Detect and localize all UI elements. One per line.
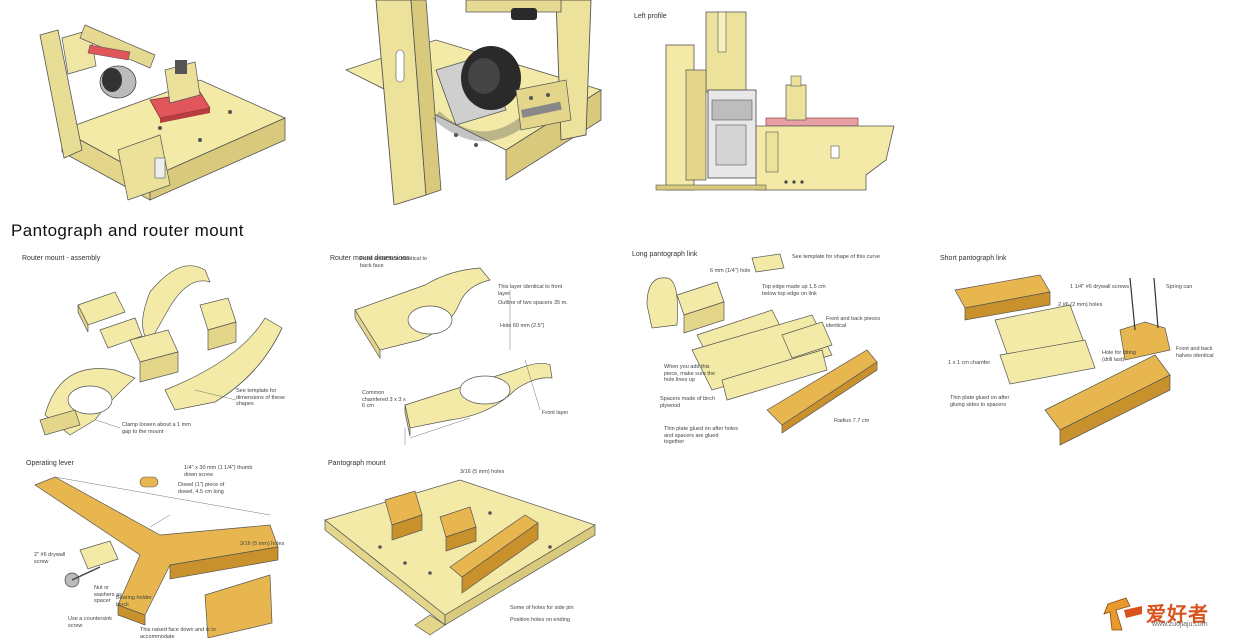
router-mount-dimensions: Router mount dimensions Front small face…: [310, 250, 610, 455]
note: Common chamfered 3 x 3 x 6 cm: [362, 390, 406, 409]
section-title: Short pantograph link: [940, 255, 1007, 262]
note: This layer identical to front layer: [498, 284, 563, 297]
section-title: Operating lever: [26, 460, 74, 467]
note: Nut or washers as spacer: [94, 585, 122, 604]
section-title: Pantograph mount: [328, 460, 386, 467]
note: Some of holes for side pin: [510, 605, 574, 611]
note: This raised face down and is to accommod…: [140, 627, 216, 638]
operating-lever: Operating lever 1/4" x 30 mm (1 1/4") th…: [0, 455, 300, 638]
note: 2" #6 drywall screw: [34, 552, 66, 565]
pantograph-mount: Pantograph mount 3/16 (5 mm) holes Some …: [310, 455, 610, 638]
router-mount-assembly: Router mount - assembly See template for…: [0, 250, 300, 455]
note: Front and back pieces identical: [826, 316, 881, 329]
note: Hole for fitting (drill last): [1102, 350, 1136, 363]
note: Top edge made up 1.5 cm below top edge o…: [762, 284, 826, 297]
note: Front and back halves identical: [1176, 346, 1214, 359]
note: Spacers made of birch plywood: [660, 396, 716, 409]
note: See template for dimensions of these sha…: [236, 388, 285, 407]
note: Clamp loosen about a 1 mm gap to the mou…: [122, 422, 191, 435]
render-view-left-profile: Left profile: [626, 0, 916, 205]
note: 1/4" x 30 mm (1 1/4") thumb down screw: [184, 465, 253, 478]
watermark-logo: 爱好者 www.zuojiaju.com: [1102, 596, 1234, 632]
note: Spring can: [1166, 284, 1193, 290]
note: Hole 60 mm (2.5"): [500, 323, 545, 329]
section-title: Long pantograph link: [632, 251, 698, 258]
watermark-url: www.zuojiaju.com: [1152, 621, 1208, 628]
note: Use a countersink screw: [68, 616, 113, 629]
note: Thin plate glued on after gluing sides t…: [950, 395, 1010, 408]
note: 2 #6 (2 mm) holes: [1058, 302, 1103, 308]
note: 3/16 (5 mm) holes: [240, 541, 285, 547]
note: Dowel (1") piece of dowel, 4.5 cm long: [178, 482, 225, 495]
render-view-2: [316, 0, 606, 205]
note: Front small face identical to back face: [360, 256, 427, 269]
watermark-text: 爱好者: [1146, 602, 1209, 626]
note: 1 x 1 cm chamfer: [948, 360, 991, 366]
page-title: Pantograph and router mount: [11, 221, 244, 240]
note: 3/16 (5 mm) holes: [460, 469, 505, 475]
note: Front layer: [542, 410, 569, 416]
long-pantograph-link: Long pantograph link See template for sh…: [622, 250, 922, 455]
note: Bearing holder block: [116, 595, 152, 608]
note: See template for shape of this curve: [792, 254, 881, 260]
render-view-1: [0, 0, 300, 205]
note: Thin plate glued on after holes and spac…: [664, 426, 738, 445]
section-title: Router mount - assembly: [22, 255, 101, 262]
section-title: Router mount dimensions: [330, 255, 410, 262]
note: 6 mm (1/4") hole: [710, 268, 751, 274]
short-pantograph-link: Short pantograph link 1 1/4" #6 drywall …: [930, 250, 1230, 455]
note: When you add this piece, make sure the h…: [664, 364, 716, 383]
note: 1 1/4" #6 drywall screws: [1070, 284, 1130, 290]
note: Position holes on ending: [510, 617, 570, 623]
note: Outline of two spacers 35 m.: [498, 300, 568, 306]
left-profile-label: Left profile: [634, 13, 667, 20]
note: Radius 7.7 cm: [834, 418, 870, 424]
